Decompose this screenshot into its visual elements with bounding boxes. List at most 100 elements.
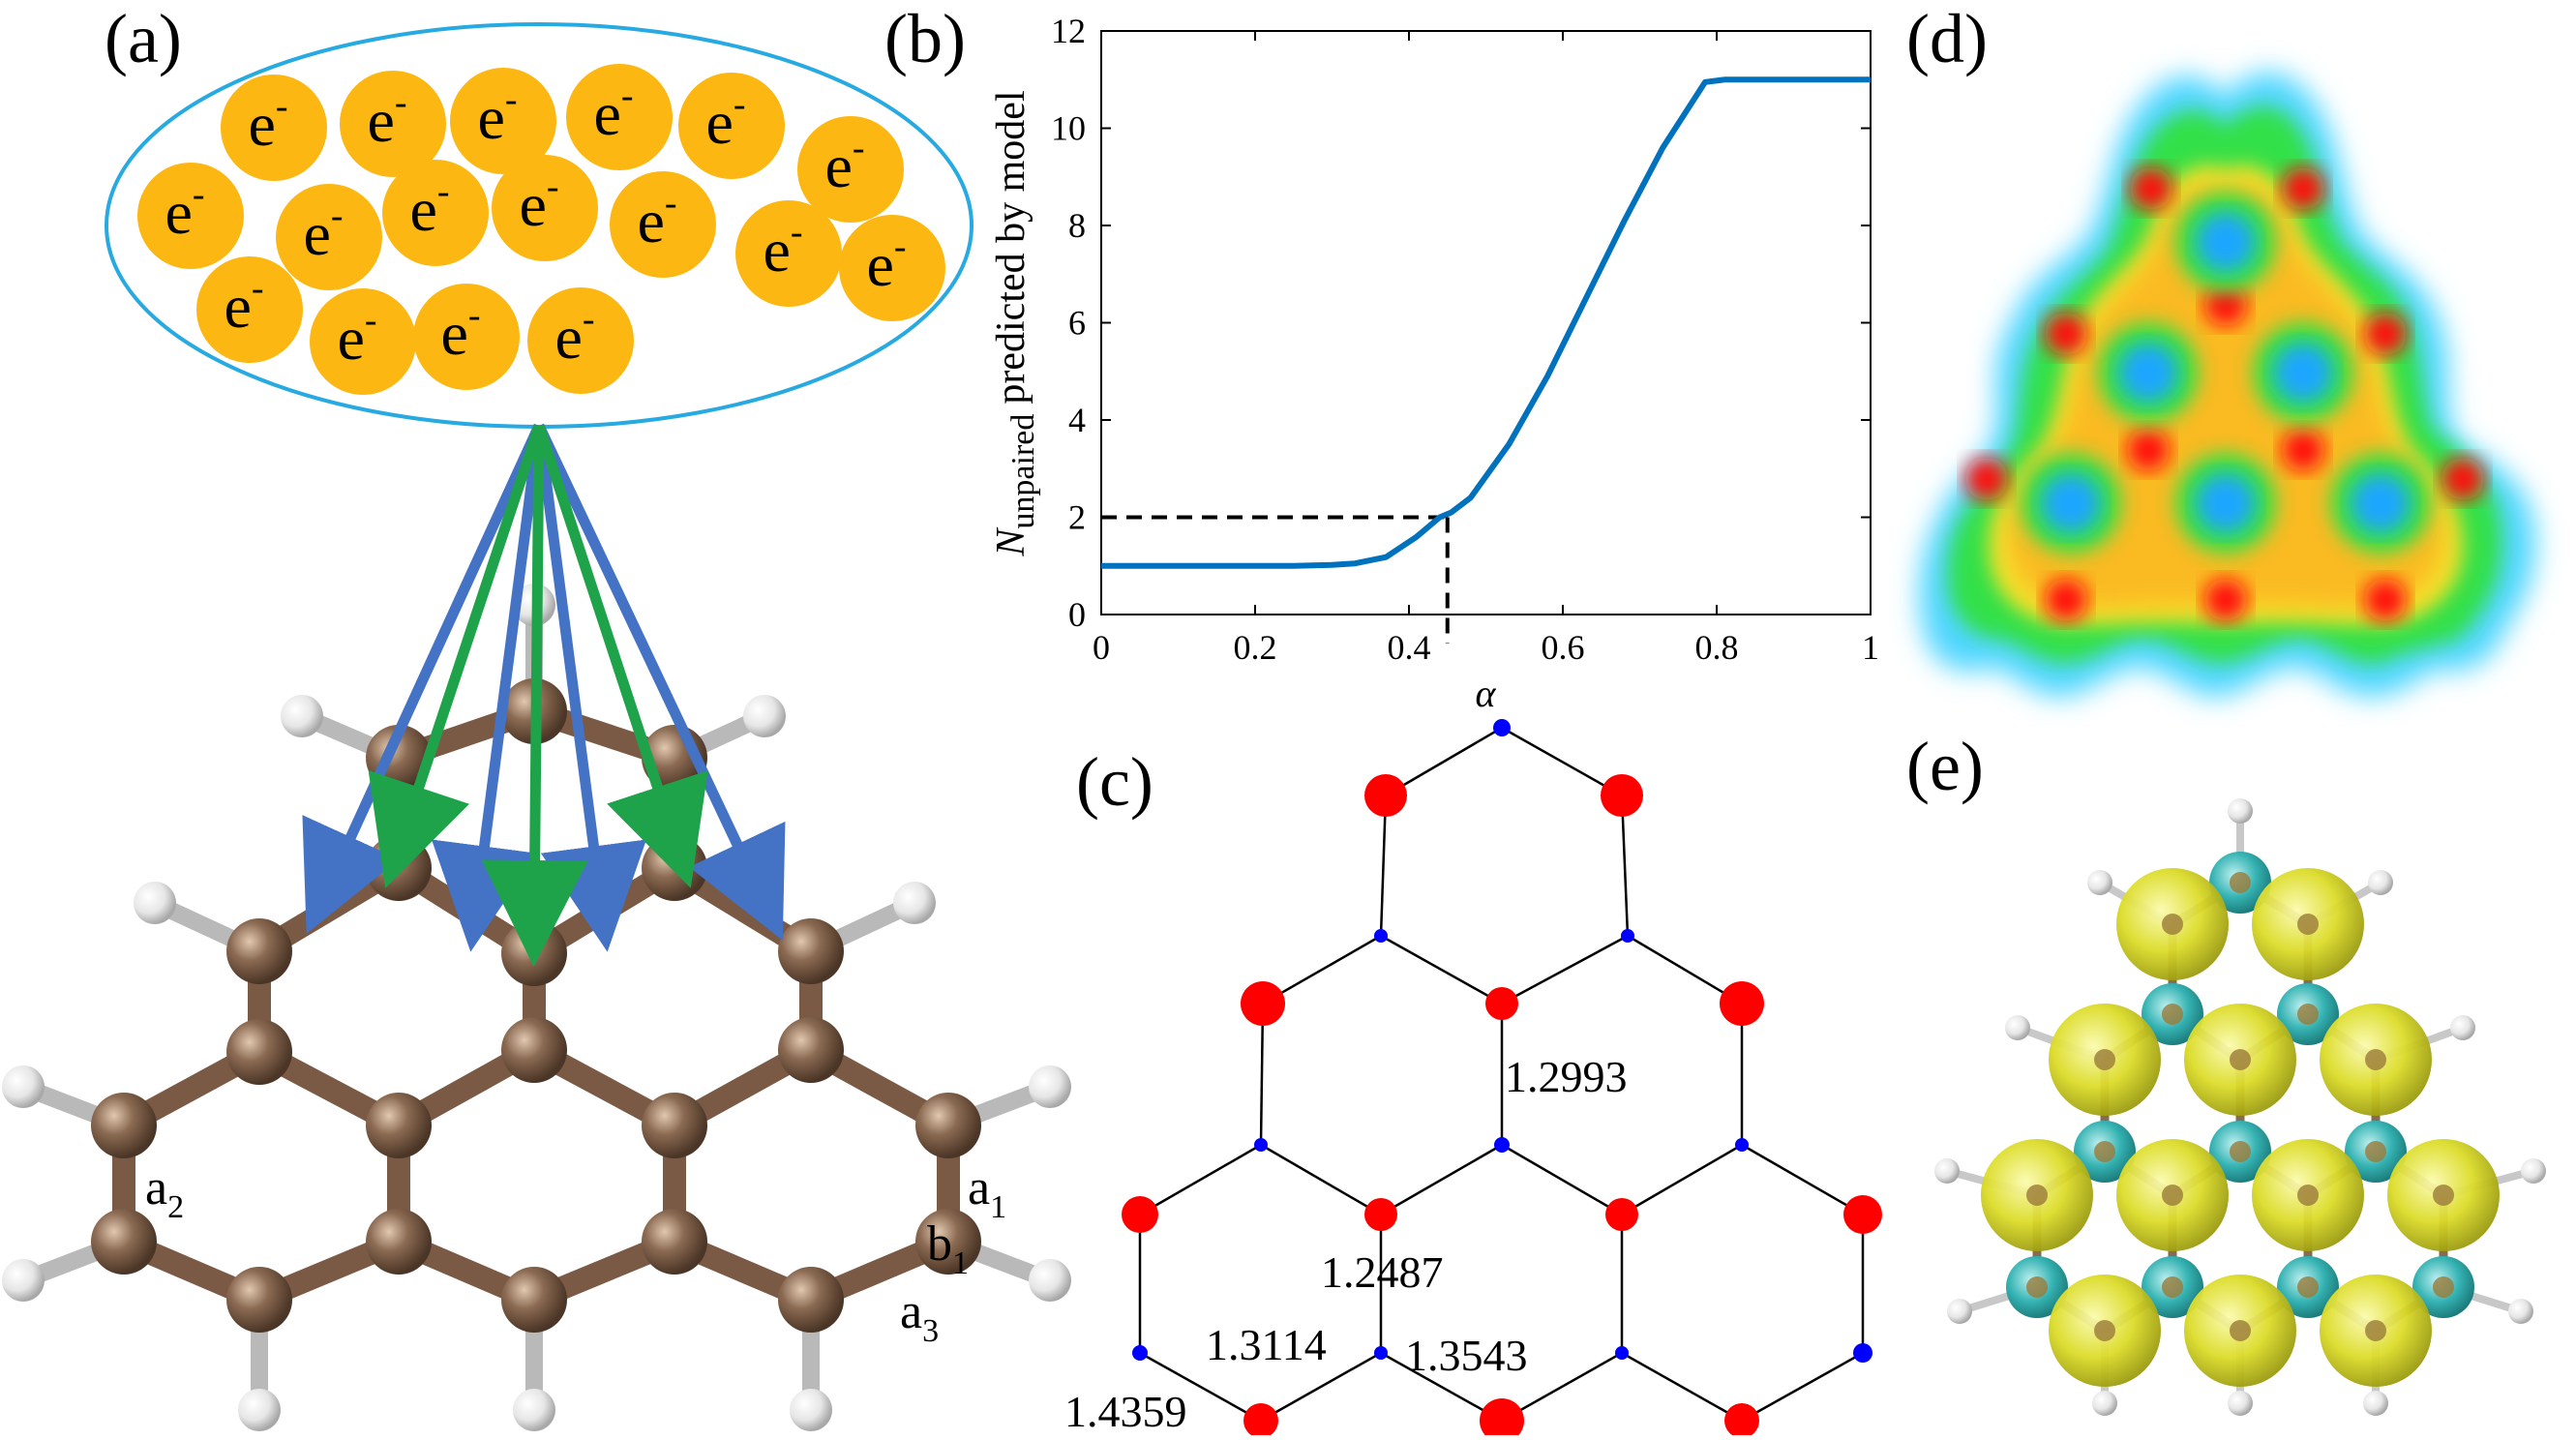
y-axis-label: Nunpairedpredicted by model	[989, 90, 1041, 556]
bond-label-a2: a2	[145, 1160, 184, 1225]
carbon-atom	[2162, 1276, 2183, 1298]
carbon-atom	[2433, 1185, 2454, 1206]
electron-disc	[221, 75, 327, 181]
hydrogen-atom	[513, 1389, 555, 1431]
carbon-atom	[91, 1209, 157, 1275]
electron-label: e-	[248, 86, 287, 159]
hydrogen-atom	[2228, 798, 2253, 824]
blue-arrow	[302, 423, 545, 935]
x-tick-label: 1	[1862, 628, 1879, 667]
carbon-atom	[2230, 1141, 2251, 1162]
density-peak	[2045, 579, 2087, 621]
density-peak	[2441, 458, 2484, 500]
density-hole	[2119, 344, 2177, 402]
bond-length-label: 1.2993	[1505, 1052, 1628, 1101]
green-arrow	[368, 424, 545, 888]
carbon-atom	[2162, 914, 2183, 935]
electron: e-	[527, 287, 634, 394]
hydrogen-atom	[2508, 1299, 2533, 1324]
density-peak	[1965, 458, 2008, 500]
red-site	[1724, 1403, 1759, 1438]
hydrogen-atom	[2092, 1391, 2117, 1416]
lattice-edge	[1741, 1351, 1864, 1423]
density-peak	[2204, 579, 2247, 621]
hydrogen-atom	[2450, 1015, 2475, 1040]
lattice-edge	[1380, 1351, 1503, 1423]
carbon-atom	[2094, 1320, 2115, 1341]
carbon-atom	[366, 1093, 432, 1158]
carbon-atom	[915, 1093, 981, 1158]
hydrogen-atom	[1947, 1299, 1972, 1324]
electron: e-	[492, 155, 598, 261]
hydrogen-atom	[743, 695, 786, 737]
panel-d-density-map	[1919, 72, 2535, 698]
electron-disc	[678, 73, 785, 179]
carbon-atom	[2230, 1049, 2251, 1070]
electron: e-	[678, 73, 785, 179]
bond-length-label: 1.2487	[1321, 1247, 1444, 1297]
electron: e-	[413, 284, 520, 390]
electron-group: e-e-e-e-e-e-e-e-e-e-e-e-e-e-e-e-e-	[137, 64, 945, 395]
lattice-edge	[1501, 726, 1623, 797]
red-site	[1720, 981, 1764, 1026]
lattice-edge	[1260, 1143, 1382, 1216]
electron: e-	[276, 184, 382, 290]
electron-disc	[276, 184, 382, 290]
electron: e-	[137, 163, 244, 269]
bond-label-a1: a1	[968, 1160, 1006, 1225]
electron-disc	[610, 171, 716, 278]
lattice-edge	[1139, 1143, 1262, 1216]
carbon-atom	[2297, 1276, 2319, 1298]
y-tick-label: 6	[1068, 304, 1086, 343]
electron-disc	[527, 287, 634, 394]
density-peak	[2364, 313, 2407, 355]
red-site	[1601, 774, 1643, 817]
lattice-edge	[1260, 1351, 1382, 1423]
green-arrow	[481, 425, 588, 967]
arrow-group	[302, 423, 786, 967]
red-site	[1122, 1196, 1158, 1233]
red-site	[1243, 1403, 1278, 1438]
lattice-edge	[1380, 934, 1503, 1005]
hydrogen-atom	[2368, 870, 2393, 895]
electron-disc	[413, 284, 520, 390]
density-hole	[2042, 474, 2100, 532]
electron-disc	[566, 64, 673, 170]
electron-label: e-	[637, 183, 676, 255]
electron-disc	[735, 200, 842, 307]
electron: e-	[839, 215, 945, 321]
lattice-edge	[1620, 795, 1630, 937]
blue-site	[1615, 1346, 1629, 1360]
lattice-graph	[1122, 719, 1882, 1440]
blue-arrow	[431, 425, 545, 952]
bond-label-a3: a3	[900, 1284, 939, 1349]
series-line	[1101, 76, 1871, 569]
carbon-atom	[915, 1209, 981, 1275]
bond-length-label: 1.3114	[1206, 1320, 1327, 1369]
electron-disc	[310, 288, 416, 395]
x-tick-label: 0.2	[1234, 628, 1277, 667]
bond-length-label: 1.4359	[1064, 1387, 1187, 1435]
hydrogen-atom	[281, 695, 323, 737]
lattice-edge	[1139, 1351, 1262, 1423]
x-tick-label: 0	[1093, 628, 1110, 667]
hydrogen-atom	[2087, 870, 2112, 895]
blue-site	[1493, 719, 1511, 736]
electron: e-	[196, 256, 303, 363]
carbon-atom	[778, 1017, 844, 1083]
blue-arrow	[533, 425, 647, 952]
carbon-atom	[226, 918, 292, 984]
hydrogen-atom	[134, 882, 176, 924]
carbon-atom	[778, 1267, 844, 1333]
blue-site	[1132, 1345, 1148, 1361]
hydrogen-atom	[893, 882, 936, 924]
red-site	[1364, 1198, 1397, 1231]
density-peak	[2045, 313, 2087, 355]
electron: e-	[340, 71, 446, 177]
electron-disc	[382, 160, 489, 266]
panel-a-molecule-electrons: e-e-e-e-e-e-e-e-e-e-e-e-e-e-e-e-e- a1 a2…	[2, 22, 1071, 1431]
electron: e-	[221, 75, 327, 181]
